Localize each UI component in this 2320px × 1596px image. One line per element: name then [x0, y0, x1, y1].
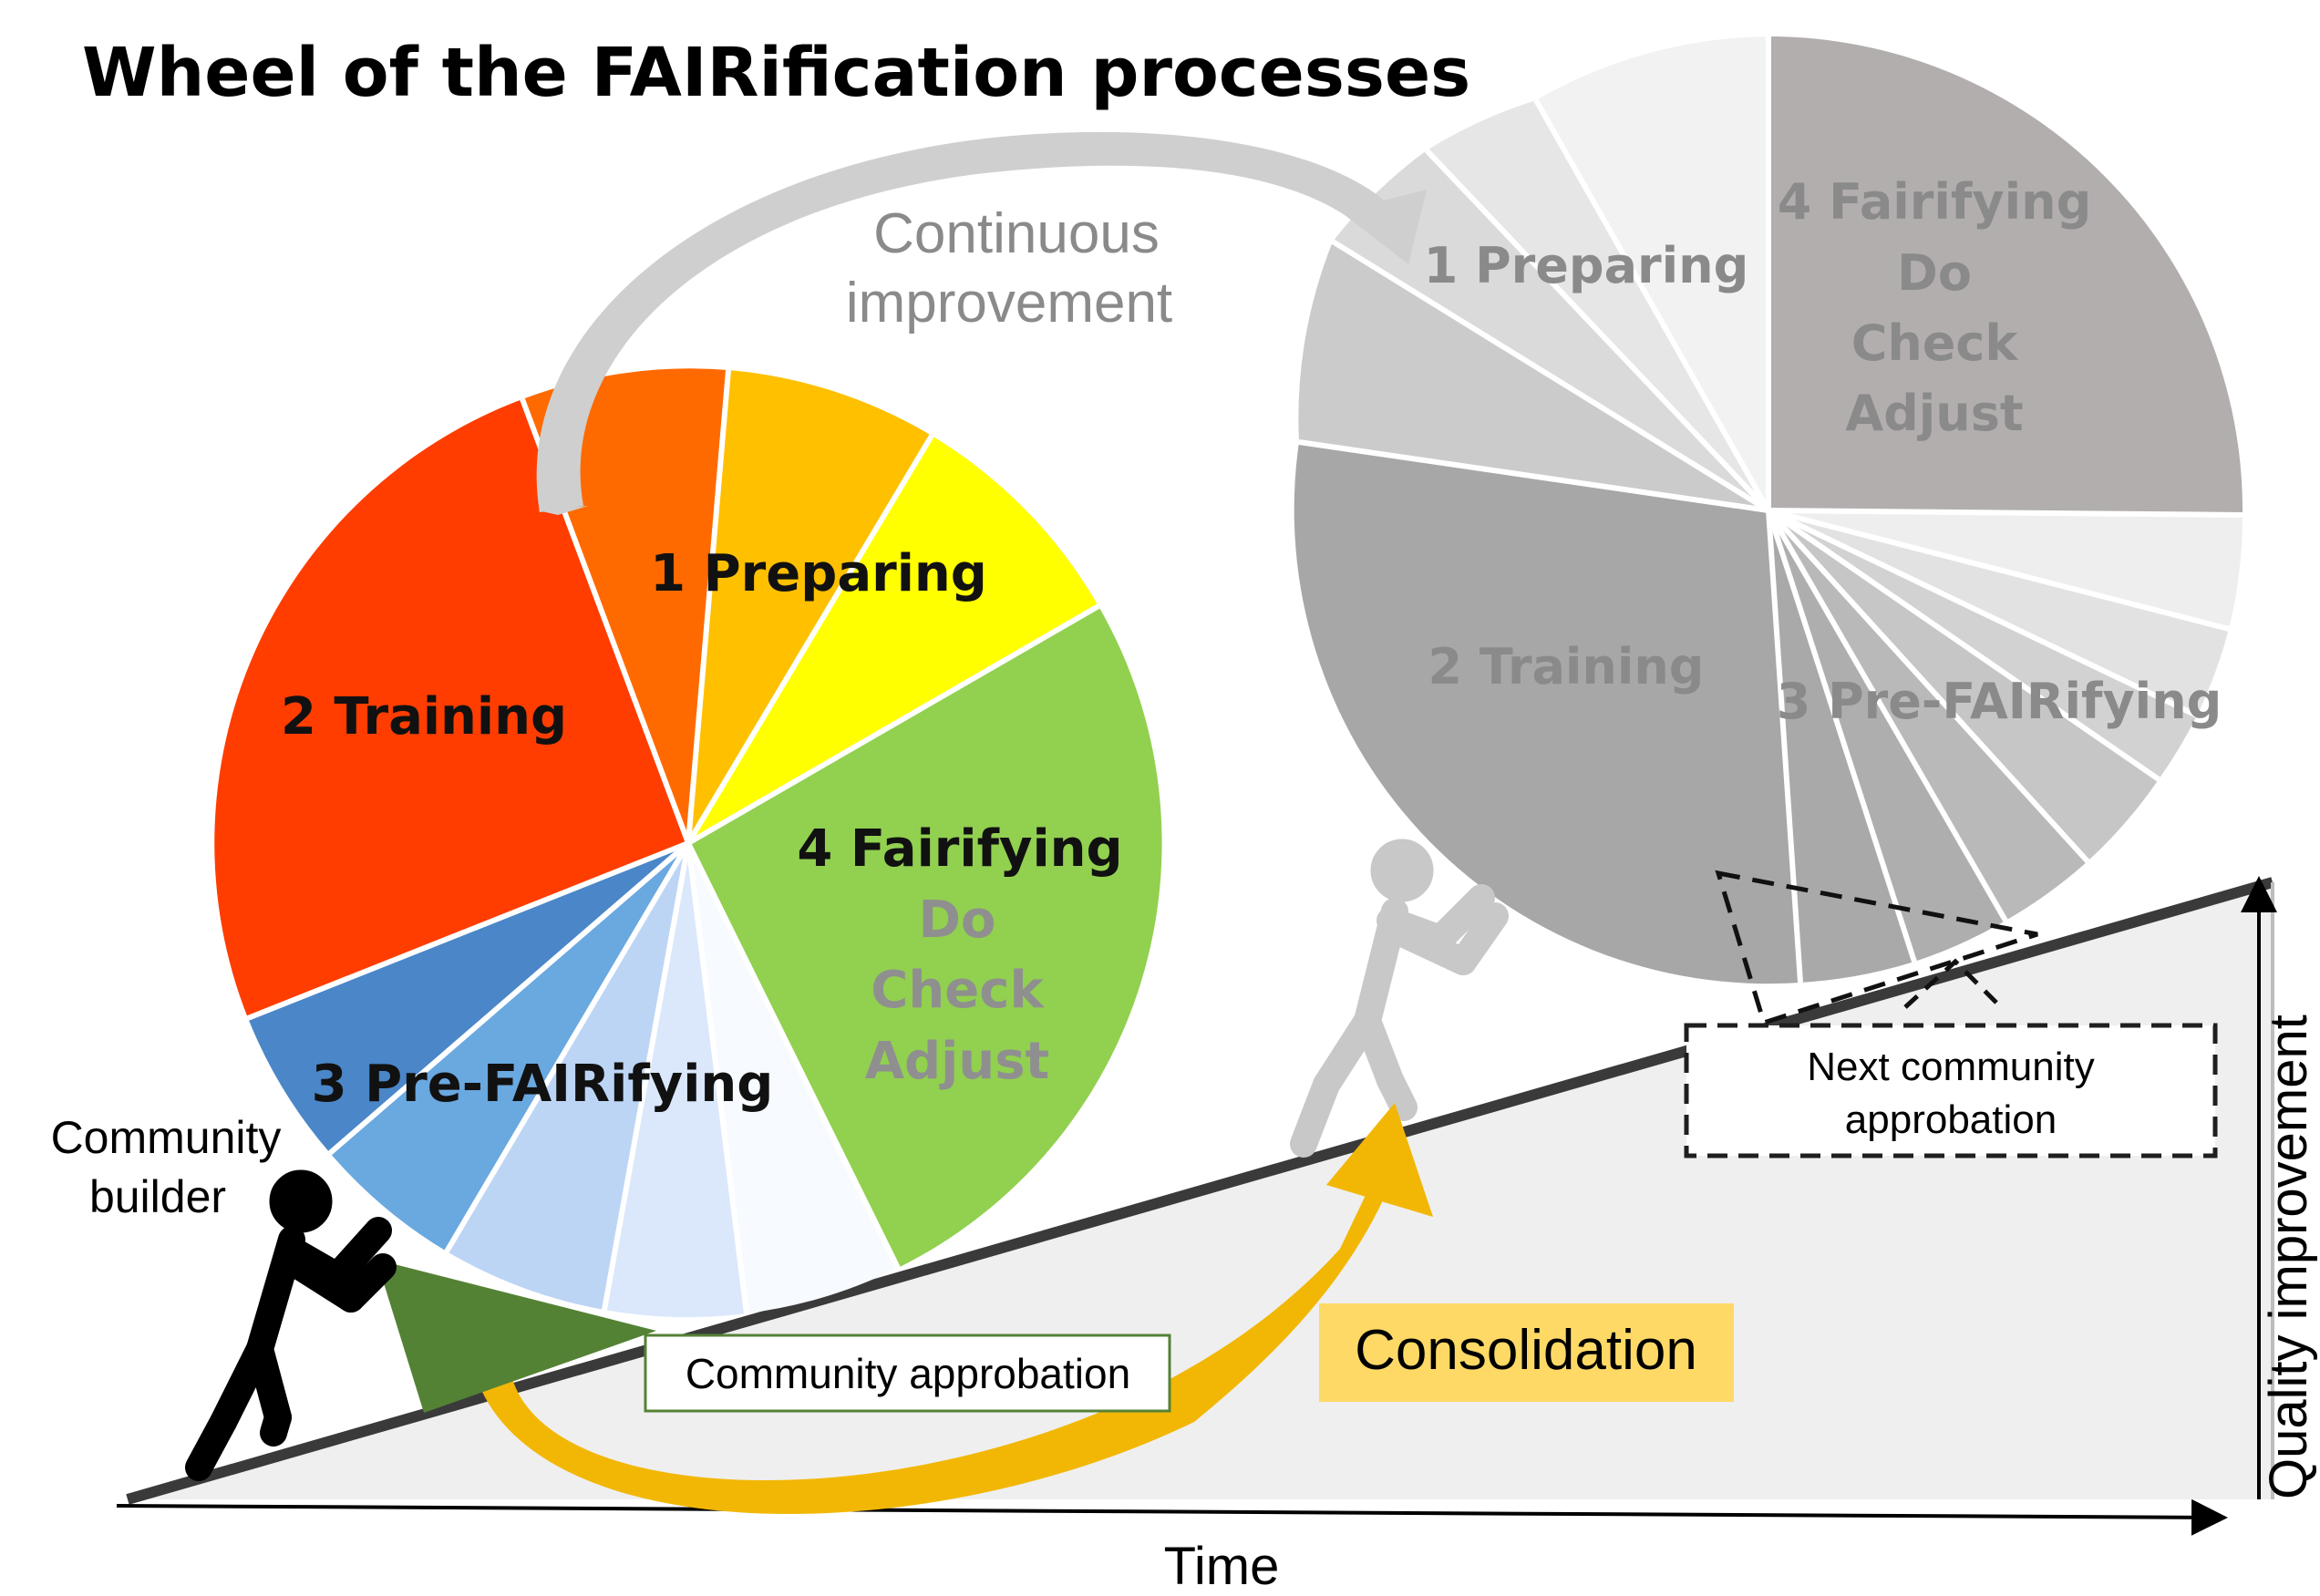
next-approbation-box	[1684, 1023, 2218, 1158]
next-wheel-slice	[1768, 510, 2006, 962]
next-wheel-slice	[1768, 510, 2197, 779]
builder-head	[269, 1169, 333, 1233]
wheel-slice-blue-light	[447, 843, 688, 1310]
wheel-slice-blue-pale	[604, 843, 747, 1318]
wheel-slice-amber	[688, 370, 932, 843]
next-wheel-slice	[1768, 510, 2088, 921]
next-approbation-line1: Next community	[1807, 1045, 2094, 1089]
next-wheel-slice	[1298, 242, 1768, 510]
community-approbation-wedge	[376, 1260, 656, 1413]
consolidation-arrow	[481, 1148, 1404, 1514]
time-axis	[116, 1498, 2228, 1536]
consolidation-label: Consolidation	[1355, 1319, 1697, 1382]
next-approbation-line2: approbation	[1845, 1097, 2057, 1142]
wheel-slice-green	[688, 606, 1162, 1268]
next-wheel-slice	[1294, 442, 1800, 984]
community-approbation-box	[644, 1333, 1171, 1413]
next-wheel-slice	[1536, 36, 1768, 510]
continuous-improvement-arrow	[536, 131, 1395, 513]
continuous-improvement-label-1: Continuous	[873, 202, 1160, 265]
next-pdca-check: Check	[1851, 314, 2019, 372]
time-axis-label: Time	[1164, 1537, 1280, 1596]
wheel-slice-white	[688, 843, 898, 1313]
pdca-adjust: Adjust	[865, 1032, 1050, 1091]
prefair-label: 3 Pre-FAIRifying	[312, 1055, 774, 1114]
next-wheel: 1 Preparing 2 Training 3 Pre-FAIRifying …	[1294, 36, 2243, 984]
continuous-improvement-arrow-head-bottom	[538, 506, 588, 515]
quality-axis-label: Quality improvement	[2259, 1014, 2318, 1499]
continuous-improvement-arrow-head-top	[1340, 190, 1427, 264]
fairifying-label: 4 Fairifying	[797, 819, 1122, 879]
next-approbation-wedge	[1715, 870, 2038, 1026]
wheel-slice-yellow	[688, 436, 1098, 843]
community-builder-label-2: builder	[89, 1171, 226, 1222]
gray-figure-head	[1370, 839, 1434, 902]
wheel-slice-red	[214, 399, 688, 1018]
next-wheel-slice	[1427, 100, 1768, 510]
next-wheel-slice	[1768, 510, 2159, 861]
next-training-label: 2 Training	[1428, 638, 1705, 695]
next-wheel-slice	[1768, 510, 2229, 716]
pdca-do: Do	[919, 891, 996, 950]
next-approbation-wedge-tip	[1903, 958, 2003, 1009]
fairification-wheel: 1 Preparing 2 Training 3 Pre-FAIRifying …	[214, 368, 1162, 1318]
preparing-label: 1 Preparing	[650, 544, 987, 603]
next-prefair-label: 3 Pre-FAIRifying	[1777, 673, 2222, 730]
training-label: 2 Training	[281, 687, 567, 747]
wheel-slice-blue-dark	[248, 843, 688, 1153]
next-wheel-slice	[1333, 150, 1768, 510]
pdca-check: Check	[871, 961, 1045, 1020]
next-wheel-slice	[1768, 36, 2243, 515]
gray-figure	[1290, 839, 1509, 1158]
wheel-slice-blue-mid	[330, 843, 688, 1251]
continuous-improvement-label-2: improvement	[846, 272, 1172, 335]
next-pdca-adjust: Adjust	[1845, 385, 2023, 442]
diagram-title: Wheel of the FAIRification processes	[82, 34, 1470, 112]
next-pdca-do: Do	[1897, 244, 1972, 302]
community-approbation-label: Community approbation	[686, 1350, 1130, 1397]
community-builder-label-1: Community	[51, 1112, 282, 1163]
next-fairifying-label: 4 Fairifying	[1778, 173, 2092, 231]
consolidation-box	[1319, 1303, 1734, 1402]
consolidation-arrow-head	[1326, 1103, 1433, 1217]
next-preparing-label: 1 Preparing	[1424, 237, 1749, 294]
community-builder-figure	[185, 1169, 397, 1481]
